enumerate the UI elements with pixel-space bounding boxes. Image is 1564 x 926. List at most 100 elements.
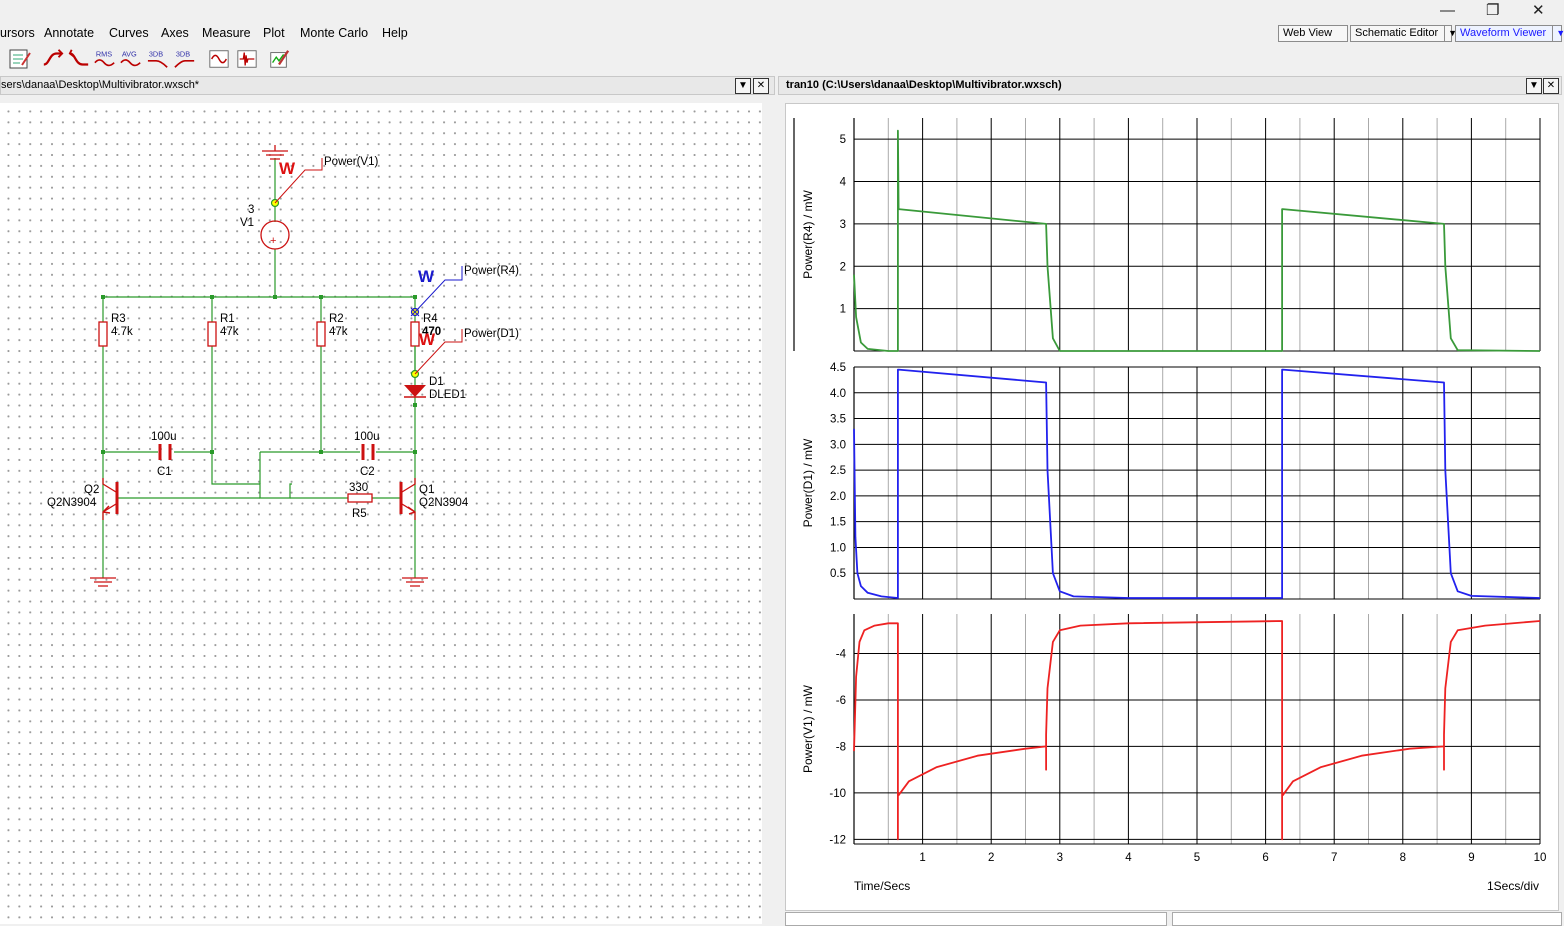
schematic-canvas[interactable]: + 3 V1 R3 4.7k R1 47k R2 47k R4 470 D1 D… [0,103,762,924]
svg-text:3DB: 3DB [149,49,163,58]
q2-name-label: Q2 [84,484,99,496]
y-tick-label: 1.0 [830,542,846,554]
q2-model-label: Q2N3904 [47,497,97,509]
panel-close-button[interactable]: ✕ [753,78,769,94]
y-tick-label: -6 [836,695,846,707]
avg-icon[interactable]: AVG [120,47,142,71]
menu-annotate[interactable]: Annotate [44,26,95,40]
schematic-edit-icon[interactable] [8,47,32,71]
svg-text:3DB: 3DB [176,49,190,58]
y-tick-label: 2.0 [830,491,846,503]
r1-value-label: 47k [220,326,239,338]
menu-bar: ursors Annotate Curves Axes Measure Plot… [0,22,1564,44]
q2-transistor[interactable] [102,478,119,520]
probe-r4-label: Power(R4) [464,265,519,277]
series-line [853,368,1541,599]
v1-source[interactable]: + 3 V1 [240,198,290,250]
y-tick-label: 1 [840,304,846,316]
menu-monte-carlo[interactable]: Monte Carlo [300,26,369,40]
x-tick-label: 10 [1534,852,1547,864]
r3-value-label: 4.7k [111,326,133,338]
r4-value-label: 470 [422,326,441,338]
series-line [853,620,1541,841]
menu-measure[interactable]: Measure [202,26,251,40]
y-tick-label: 3.0 [830,439,846,451]
menu-curves[interactable]: Curves [109,26,149,40]
y-tick-label: 4.5 [830,362,846,374]
series-line [853,129,1541,352]
panel-splitter[interactable] [762,100,774,924]
curve-up-icon[interactable] [42,47,64,71]
x-tick-label: 4 [1125,852,1132,864]
d1-model-label: DLED1 [429,389,466,401]
c1-name-label: C1 [157,466,172,478]
y-tick-label: -10 [829,788,846,800]
probe-r4[interactable]: W Power(R4) [410,265,519,317]
restore-button[interactable]: ❐ [1486,2,1500,19]
panel-menu-button[interactable]: ▼ [735,78,751,94]
y-tick-label: 5 [840,134,846,146]
waveform-viewer-dropdown[interactable]: Waveform Viewer ▼ [1455,25,1564,42]
curve-down-icon[interactable] [68,47,90,71]
w-probe-icon: W [279,159,296,178]
sine-icon[interactable] [208,47,230,71]
x-tick-label: 3 [1057,852,1063,864]
x-tick-label: 6 [1262,852,1268,864]
x-tick-label: 8 [1400,852,1406,864]
menu-axes[interactable]: Axes [161,26,189,40]
toolbar: RMS AVG 3DB 3DB [0,47,300,73]
d1-led[interactable] [404,346,426,398]
c1-value-label: 100u [151,431,177,443]
probe-d1[interactable]: W Power(D1) [414,328,519,375]
menu-cursors[interactable]: ursors [0,26,35,40]
junctions [101,295,417,454]
panel-menu-button[interactable]: ▼ [1526,78,1542,94]
x-tick-label: 5 [1194,852,1200,864]
schematic-editor-dropdown[interactable]: Schematic Editor▼ [1350,25,1457,42]
schematic-editor-label: Schematic Editor [1355,27,1439,39]
x-tick-label: 9 [1468,852,1474,864]
waveform-viewer-label: Waveform Viewer [1460,27,1547,39]
svg-text:AVG: AVG [122,49,137,58]
annotate-plot-icon[interactable] [268,47,290,71]
close-window-button[interactable]: ✕ [1532,2,1545,19]
minimize-button[interactable]: — [1440,2,1455,19]
y-tick-label: 0.5 [830,568,846,580]
chevron-down-icon: ▼ [1552,26,1564,41]
resistors [98,321,420,503]
probe-v1[interactable]: W Power(V1) [274,156,378,204]
panel-close-button[interactable]: ✕ [1543,78,1559,94]
y-axis-label: Power(V1) / mW [801,684,815,773]
y-tick-label: -8 [836,741,846,753]
3db-low-icon[interactable]: 3DB [174,47,196,71]
r2-name-label: R2 [329,313,344,325]
menu-help[interactable]: Help [382,26,408,40]
q1-transistor[interactable] [399,478,416,520]
svg-text:RMS: RMS [96,49,112,58]
y-tick-label: -4 [836,648,847,660]
r2-value-label: 47k [329,326,348,338]
svg-text:+: + [270,235,276,247]
y-tick-label: 3.5 [830,414,846,426]
x-tick-label: 2 [988,852,994,864]
web-view-dropdown[interactable]: Web View [1278,25,1348,42]
y-tick-label: -12 [829,834,846,846]
r5-name-label: R5 [352,508,367,520]
y-axis-label: Power(D1) / mW [801,438,815,527]
q1-model-label: Q2N3904 [419,497,469,509]
y-tick-label: 4 [840,177,847,189]
v1-node-label: 3 [248,204,254,216]
menu-plot[interactable]: Plot [263,26,285,40]
fft-icon[interactable] [236,47,258,71]
y-tick-label: 2.5 [830,465,846,477]
rms-icon[interactable]: RMS [94,47,116,71]
y-tick-label: 3 [840,219,846,231]
r1-name-label: R1 [220,313,235,325]
c2-value-label: 100u [354,431,380,443]
3db-high-icon[interactable]: 3DB [147,47,169,71]
